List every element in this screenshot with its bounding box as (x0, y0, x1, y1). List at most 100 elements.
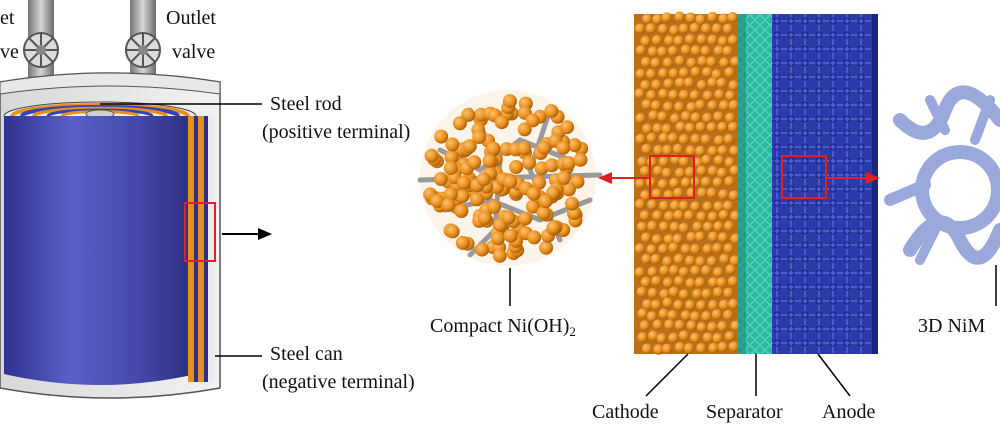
steel-rod-label-2: (positive terminal) (262, 121, 410, 143)
cathode-particle (652, 14, 663, 25)
cathode-particle (694, 231, 706, 242)
cathode-particle (680, 310, 692, 321)
cathode-particle (683, 343, 695, 354)
cathode-particle (701, 265, 712, 276)
niooh-particle (503, 228, 518, 243)
cathode-particle (718, 13, 729, 24)
niooh-particle (544, 104, 559, 119)
cathode-particle (641, 253, 652, 265)
cathode-particle (685, 145, 696, 156)
cathode-particle (723, 220, 735, 232)
cathode-particle (690, 311, 701, 322)
cathode-particle (683, 210, 695, 221)
niooh-particle (445, 137, 460, 152)
cathode-particle (678, 23, 690, 34)
cathode-particle (657, 111, 668, 122)
niooh-particle (462, 139, 477, 154)
anode-label: Anode (822, 401, 875, 423)
cathode-particle (658, 200, 670, 211)
niooh-particle (501, 210, 516, 225)
cathode-particle (635, 198, 646, 210)
cathode-particle (635, 45, 647, 56)
niooh-particle (560, 120, 574, 135)
cathode-particle (662, 277, 674, 288)
cathode-particle (716, 167, 728, 179)
cathode-particle (647, 46, 659, 57)
cathode-particle (651, 79, 662, 90)
cathode-particle (658, 308, 669, 319)
cathode-particle (639, 320, 650, 331)
cathode-particle (724, 67, 735, 78)
cathode-particle (680, 110, 692, 122)
cathode-particle (641, 99, 652, 110)
cathode-particle (702, 112, 713, 124)
cathode-particle (686, 320, 697, 331)
cathode-particle (658, 132, 669, 144)
cathode-particle (718, 100, 730, 111)
niooh-particle (539, 240, 554, 255)
cathode-particle (635, 68, 646, 80)
cathode-particle (700, 45, 711, 57)
cathode-particle (640, 276, 652, 288)
cathode-particle (701, 154, 712, 165)
cathode-particle (680, 177, 692, 188)
nim-label: 3D NiM (918, 315, 985, 337)
niooh-particle (573, 152, 588, 167)
cathode-particle (708, 300, 719, 311)
cathode-particle (684, 299, 696, 311)
niooh-particle (527, 230, 542, 245)
cathode-particle (702, 201, 713, 212)
cathode-particle (673, 209, 684, 221)
cathode-particle (669, 221, 680, 233)
niooh-particle (472, 130, 487, 145)
cathode-particle (707, 321, 718, 333)
cathode-particle (674, 342, 686, 353)
cathode-particle (678, 289, 690, 300)
cathode-particle (647, 287, 659, 299)
cathode-particle (689, 90, 700, 101)
cathode-particle (678, 89, 690, 101)
niooh-particle (444, 150, 459, 165)
cathode-particle (729, 165, 740, 176)
cathode-particle (722, 309, 734, 321)
cathode-particle (661, 12, 672, 23)
niooh-particle (556, 140, 571, 155)
cathode-particle (713, 201, 724, 212)
cathode-particle (658, 23, 669, 35)
niooh-particle (532, 175, 547, 190)
cathode-particle (678, 222, 690, 233)
cathode-particle (686, 57, 697, 69)
cathode-particle (678, 266, 690, 278)
cathode-particle (727, 34, 739, 46)
niooh-particle (546, 220, 561, 235)
cutaway-highlight (184, 202, 216, 262)
cathode-particle (712, 177, 724, 188)
cathode-particle (663, 101, 674, 113)
cathode-particle (667, 310, 678, 321)
cathode-particle (713, 155, 725, 166)
cathode-particle (685, 278, 696, 289)
cathode-particle (727, 276, 739, 287)
cathode-label: Cathode (592, 401, 659, 423)
cathode-particle (727, 121, 739, 133)
cathode-particle (712, 287, 724, 298)
outlet-valve-label-2: valve (172, 41, 215, 63)
cathode-particle (658, 68, 669, 79)
cathode-particle (700, 176, 712, 188)
cathode-particle (690, 176, 701, 188)
cathode-particle (690, 45, 702, 56)
cathode-particle (714, 89, 725, 100)
cathode-particle (690, 332, 701, 343)
cathode-particle (724, 157, 735, 168)
cathode-particle (695, 256, 706, 267)
cathode-particle (651, 275, 662, 287)
cathode-particle (719, 253, 730, 265)
cathode-particle (722, 23, 734, 34)
cathode-particle (728, 298, 739, 310)
cathode-particle (706, 187, 718, 198)
niooh-particle (482, 153, 497, 168)
cathode-particle (730, 210, 741, 222)
cathode-particle (694, 277, 706, 288)
cathode-particle (635, 113, 646, 124)
cathode-particle (646, 90, 657, 101)
